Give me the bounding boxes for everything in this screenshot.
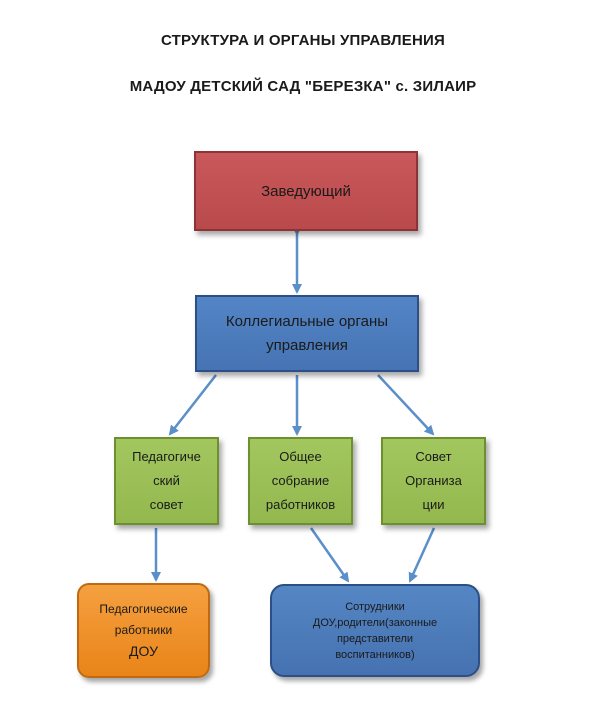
general-meeting-label: Общее собрание работников	[265, 449, 336, 512]
collegial-box: Коллегиальные органы управления	[195, 295, 419, 372]
pedagogical-council-box: Педагогиче ский совет	[114, 437, 219, 525]
collegial-label: Коллегиальные органы управления	[225, 312, 389, 354]
council-box: Совет Организа ции	[381, 437, 486, 525]
staff-box: Сотрудники ДОУ,родители(законные предста…	[270, 584, 480, 677]
head-label: Заведующий	[261, 182, 351, 200]
arrow-collegial-council	[377, 374, 435, 436]
teachers-label-line2: работники	[114, 623, 173, 637]
arrow-council-staff	[408, 527, 436, 583]
teachers-label-line3: ДОУ	[129, 643, 158, 659]
arrow-collegial-pedcouncil	[168, 374, 217, 436]
pedagogical-council-label: Педагогиче ский совет	[132, 449, 201, 512]
page-title: СТРУКТУРА И ОРГАНЫ УПРАВЛЕНИЯ	[161, 32, 445, 49]
council-label: Совет Организа ции	[405, 449, 462, 512]
teachers-label-line1: Педагогические	[99, 602, 188, 616]
staff-label: Сотрудники ДОУ,родители(законные предста…	[312, 600, 438, 661]
head-box: Заведующий	[194, 151, 418, 231]
page-subtitle: МАДОУ ДЕТСКИЙ САД "БЕРЕЗКА" с. ЗИЛАИР	[129, 78, 477, 95]
general-meeting-box: Общее собрание работников	[248, 437, 353, 525]
arrow-meeting-staff	[309, 527, 350, 583]
teachers-box: Педагогические работники ДОУ	[77, 583, 210, 678]
